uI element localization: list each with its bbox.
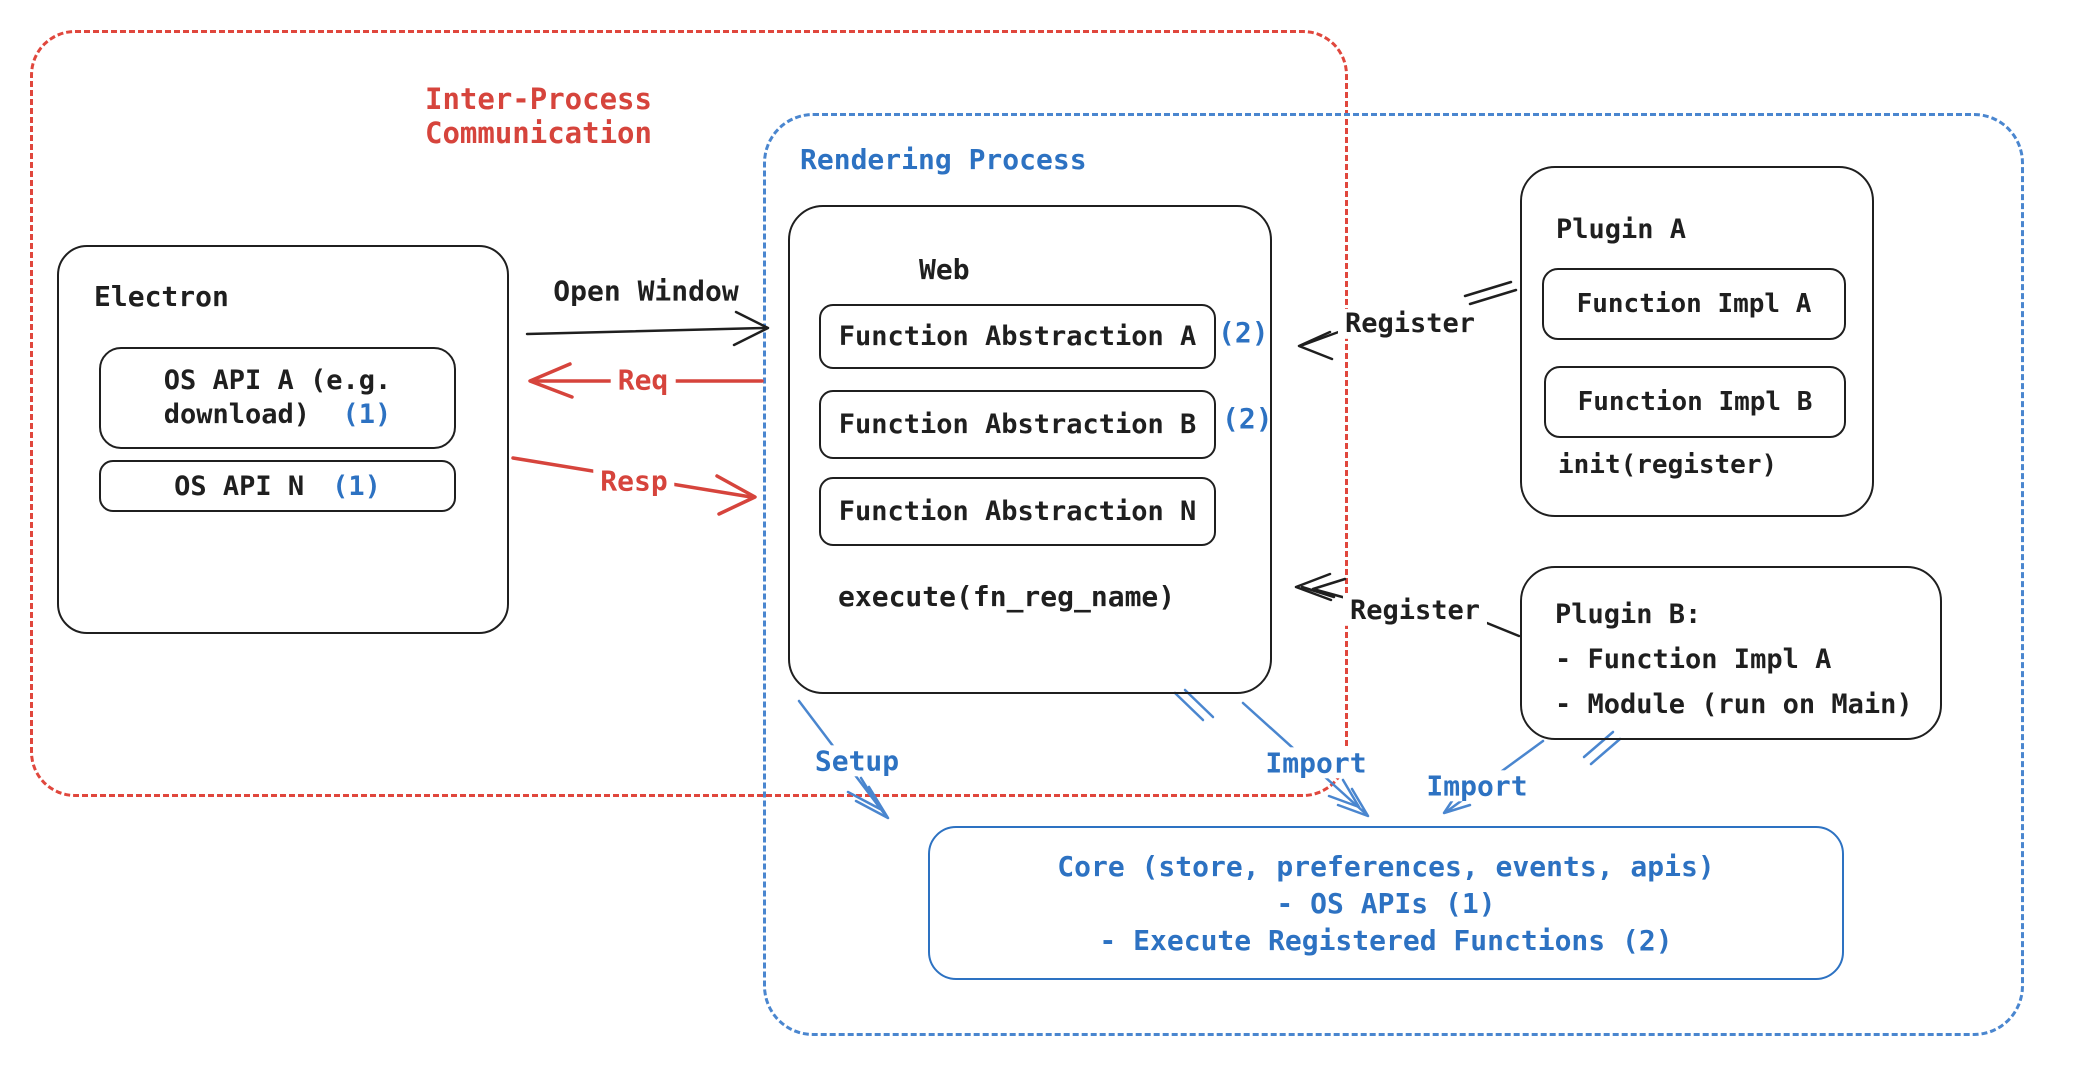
function-impl-a-box: Function Impl A: [1542, 268, 1846, 340]
electron-box: Electron OS API A (e.g. download) (1) OS…: [57, 245, 509, 634]
req-label: Req: [610, 364, 676, 396]
resp-label: Resp: [593, 465, 675, 497]
os-api-n-ref: (1): [332, 470, 381, 502]
plugin-b-box: Plugin B: - Function Impl A - Module (ru…: [1520, 566, 1942, 740]
web-box: Web Function Abstraction A Function Abst…: [788, 205, 1273, 694]
plugin-a-title: Plugin A: [1556, 214, 1687, 245]
web-title: Web: [919, 253, 970, 286]
plugin-b-line-module: - Module (run on Main): [1555, 689, 1913, 720]
plugin-b-line-impl: - Function Impl A: [1555, 644, 1832, 675]
function-abstraction-a-box: Function Abstraction A: [819, 304, 1216, 369]
os-api-n-label: OS API N: [174, 470, 305, 502]
register-plugin-b-arrow: [1294, 572, 1521, 638]
init-register-label: init(register): [1558, 450, 1778, 480]
core-line-1: Core (store, preferences, events, apis): [1057, 849, 1715, 883]
function-abstraction-a-ref: (2): [1218, 316, 1269, 349]
core-line-2: - OS APIs (1): [1276, 886, 1496, 920]
rendering-region-frame: [763, 113, 2024, 1036]
core-box: Core (store, preferences, events, apis) …: [928, 826, 1844, 980]
plugin-b-title: Plugin B:: [1555, 599, 1702, 630]
register-plugin-a-arrow: [1297, 280, 1518, 361]
ipc-label-line1: Inter-Process: [425, 82, 652, 116]
core-line-3: - Execute Registered Functions (2): [1099, 923, 1673, 957]
os-api-n-box: OS API N (1): [99, 460, 456, 512]
os-api-a-ref: (1): [342, 399, 392, 430]
setup-label: Setup: [807, 745, 907, 777]
register-plugin-a-label: Register: [1337, 308, 1483, 340]
electron-title: Electron: [94, 280, 229, 313]
function-impl-b-box: Function Impl B: [1544, 366, 1846, 438]
function-abstraction-b-ref: (2): [1222, 402, 1273, 435]
rendering-region-label: Rendering Process: [800, 143, 1087, 176]
plugin-a-box: Plugin A Function Impl A Function Impl B…: [1520, 166, 1874, 517]
os-api-a-line2: download) (1): [163, 399, 392, 430]
register-plugin-b-label: Register: [1342, 595, 1488, 627]
os-api-a-box: OS API A (e.g. download) (1): [99, 347, 456, 449]
function-abstraction-n-box: Function Abstraction N: [819, 477, 1216, 546]
ipc-label-line2: Communication: [425, 116, 652, 150]
open-window-arrow: [525, 310, 770, 347]
ipc-region-label: Inter-Process Communication: [425, 82, 652, 150]
open-window-label: Open Window: [553, 274, 739, 308]
execute-call-label: execute(fn_reg_name): [838, 580, 1176, 613]
import-plugin-b-label: Import: [1419, 770, 1535, 802]
os-api-a-line1: OS API A (e.g.: [163, 365, 392, 396]
ipc-region-frame: [30, 30, 1348, 797]
function-abstraction-b-box: Function Abstraction B: [819, 390, 1216, 459]
import-web-label: Import: [1258, 747, 1374, 779]
